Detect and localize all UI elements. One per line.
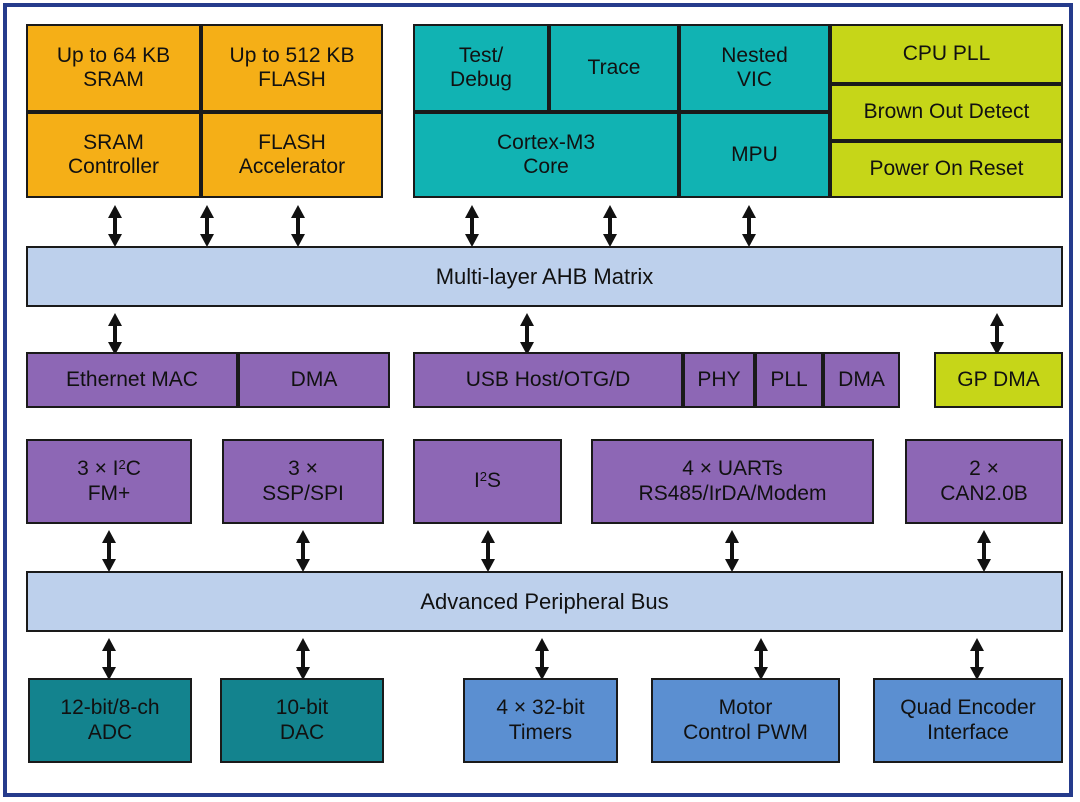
- block-motor-control-pwm-line1: Motor: [718, 696, 773, 720]
- block-usb-phy-label: PHY: [697, 367, 741, 391]
- block-sram-line1: Up to 64 KB: [56, 43, 171, 67]
- block-brown-out-detect: Brown Out Detect: [830, 84, 1063, 141]
- block-sram-controller-line2: Controller: [67, 155, 160, 178]
- block-flash-accelerator-line2: Accelerator: [238, 155, 346, 178]
- block-quad-encoder-interface-line1: Quad Encoder: [900, 696, 1036, 720]
- arrow-can-to-apb: [975, 530, 993, 572]
- arrow-ahb-to-ethernet: [106, 313, 124, 355]
- block-can: 2 × CAN2.0B: [905, 439, 1063, 524]
- block-test-debug: Test/ Debug: [413, 24, 549, 112]
- block-usb-pll-label: PLL: [770, 367, 808, 391]
- block-can-line1: 2 ×: [969, 457, 999, 481]
- block-sram-line2: SRAM: [83, 68, 144, 91]
- block-cortex-m3-core-line1: Cortex-M3: [496, 130, 596, 154]
- block-sram: Up to 64 KB SRAM: [26, 24, 201, 112]
- block-i2c-line2: FM+: [87, 481, 131, 505]
- diagram-frame: Up to 64 KB SRAM Up to 512 KB FLASH SRAM…: [3, 3, 1073, 797]
- block-usb-dma: DMA: [823, 352, 900, 408]
- arrow-ahb-to-usb: [518, 313, 536, 355]
- bus-multilayer-ahb-matrix: Multi-layer AHB Matrix: [26, 246, 1063, 307]
- bus-advanced-peripheral-bus-label: Advanced Peripheral Bus: [420, 588, 669, 614]
- block-nested-vic: Nested VIC: [679, 24, 830, 112]
- block-sram-controller-line1: SRAM: [83, 130, 144, 154]
- block-cpu-pll: CPU PLL: [830, 24, 1063, 84]
- block-gp-dma-label: GP DMA: [957, 367, 1040, 391]
- arrow-trace-to-ahb: [601, 205, 619, 247]
- bus-multilayer-ahb-matrix-label: Multi-layer AHB Matrix: [435, 263, 654, 289]
- block-i2s-line1: I2S: [473, 469, 502, 493]
- block-quad-encoder-interface: Quad Encoder Interface: [873, 678, 1063, 763]
- block-flash-accelerator: FLASH Accelerator: [201, 112, 383, 198]
- block-power-on-reset-label: Power On Reset: [869, 157, 1024, 181]
- arrow-sram-to-ahb: [106, 205, 124, 247]
- block-motor-control-pwm: Motor Control PWM: [651, 678, 840, 763]
- block-dac: 10-bit DAC: [220, 678, 384, 763]
- block-i2c: 3 × I2C FM+: [26, 439, 192, 524]
- block-usb-host-otg-device-label: USB Host/OTG/D: [465, 367, 631, 391]
- block-flash-line1: Up to 512 KB: [229, 43, 355, 67]
- block-usb-host-otg-device: USB Host/OTG/D: [413, 352, 683, 408]
- arrow-core-to-ahb: [463, 205, 481, 247]
- block-usb-dma-label: DMA: [838, 367, 885, 391]
- block-dac-line2: DAC: [279, 720, 325, 744]
- block-i2s: I2S: [413, 439, 562, 524]
- block-usb-phy: PHY: [683, 352, 755, 408]
- block-timers: 4 × 32-bit Timers: [463, 678, 618, 763]
- arrow-apb-to-timers: [533, 638, 551, 680]
- block-power-on-reset: Power On Reset: [830, 141, 1063, 198]
- arrow-apb-to-pwm: [752, 638, 770, 680]
- arrow-i2c-to-apb: [100, 530, 118, 572]
- block-test-debug-line1: Test/: [458, 43, 504, 67]
- block-ssp-spi: 3 × SSP/SPI: [222, 439, 384, 524]
- arrow-sspspi-to-apb: [294, 530, 312, 572]
- block-adc-line2: ADC: [87, 720, 133, 744]
- block-usb-pll: PLL: [755, 352, 823, 408]
- block-test-debug-line2: Debug: [450, 68, 512, 91]
- arrow-i2s-to-apb: [479, 530, 497, 572]
- arrow-ahb-to-gpdma: [988, 313, 1006, 355]
- block-i2c-line1: 3 × I2C: [77, 456, 141, 481]
- arrow-apb-to-quad-encoder: [968, 638, 986, 680]
- arrow-flash-accel-to-ahb: [289, 205, 307, 247]
- block-nested-vic-line1: Nested: [721, 43, 788, 67]
- block-sram-controller: SRAM Controller: [26, 112, 201, 198]
- block-timers-line1: 4 × 32-bit: [496, 696, 585, 720]
- block-trace: Trace: [549, 24, 679, 112]
- block-cortex-m3-core: Cortex-M3 Core: [413, 112, 679, 198]
- arrow-apb-to-dac: [294, 638, 312, 680]
- arrow-flash-to-ahb: [198, 205, 216, 247]
- block-dac-line1: 10-bit: [275, 696, 329, 720]
- block-ssp-spi-line2: SSP/SPI: [262, 481, 344, 505]
- block-trace-label: Trace: [587, 55, 641, 79]
- block-can-line2: CAN2.0B: [940, 481, 1028, 505]
- block-uarts-line2: RS485/IrDA/Modem: [638, 481, 827, 505]
- block-motor-control-pwm-line2: Control PWM: [683, 720, 808, 744]
- block-flash: Up to 512 KB FLASH: [201, 24, 383, 112]
- block-brown-out-detect-label: Brown Out Detect: [863, 100, 1030, 124]
- block-ethernet-mac: Ethernet MAC: [26, 352, 238, 408]
- block-mpu: MPU: [679, 112, 830, 198]
- block-mpu-label: MPU: [731, 142, 778, 166]
- block-ethernet-dma-label: DMA: [290, 367, 338, 391]
- block-uarts: 4 × UARTs RS485/IrDA/Modem: [591, 439, 874, 524]
- arrow-apb-to-adc: [100, 638, 118, 680]
- block-cortex-m3-core-line2: Core: [523, 155, 569, 178]
- block-gp-dma: GP DMA: [934, 352, 1063, 408]
- bus-advanced-peripheral-bus: Advanced Peripheral Bus: [26, 571, 1063, 632]
- block-adc-line1: 12-bit/8-ch: [60, 696, 160, 720]
- arrow-mpu-to-ahb: [740, 205, 758, 247]
- block-nested-vic-line2: VIC: [736, 68, 772, 91]
- block-timers-line2: Timers: [508, 720, 573, 744]
- block-ssp-spi-line1: 3 ×: [288, 457, 318, 481]
- block-quad-encoder-interface-line2: Interface: [927, 720, 1009, 744]
- block-uarts-line1: 4 × UARTs: [682, 457, 783, 481]
- arrow-uarts-to-apb: [723, 530, 741, 572]
- block-adc: 12-bit/8-ch ADC: [28, 678, 192, 763]
- block-flash-accelerator-line1: FLASH: [258, 130, 326, 154]
- block-ethernet-mac-label: Ethernet MAC: [66, 367, 198, 391]
- block-flash-line2: FLASH: [258, 68, 326, 91]
- block-cpu-pll-label: CPU PLL: [902, 41, 991, 65]
- block-ethernet-dma: DMA: [238, 352, 390, 408]
